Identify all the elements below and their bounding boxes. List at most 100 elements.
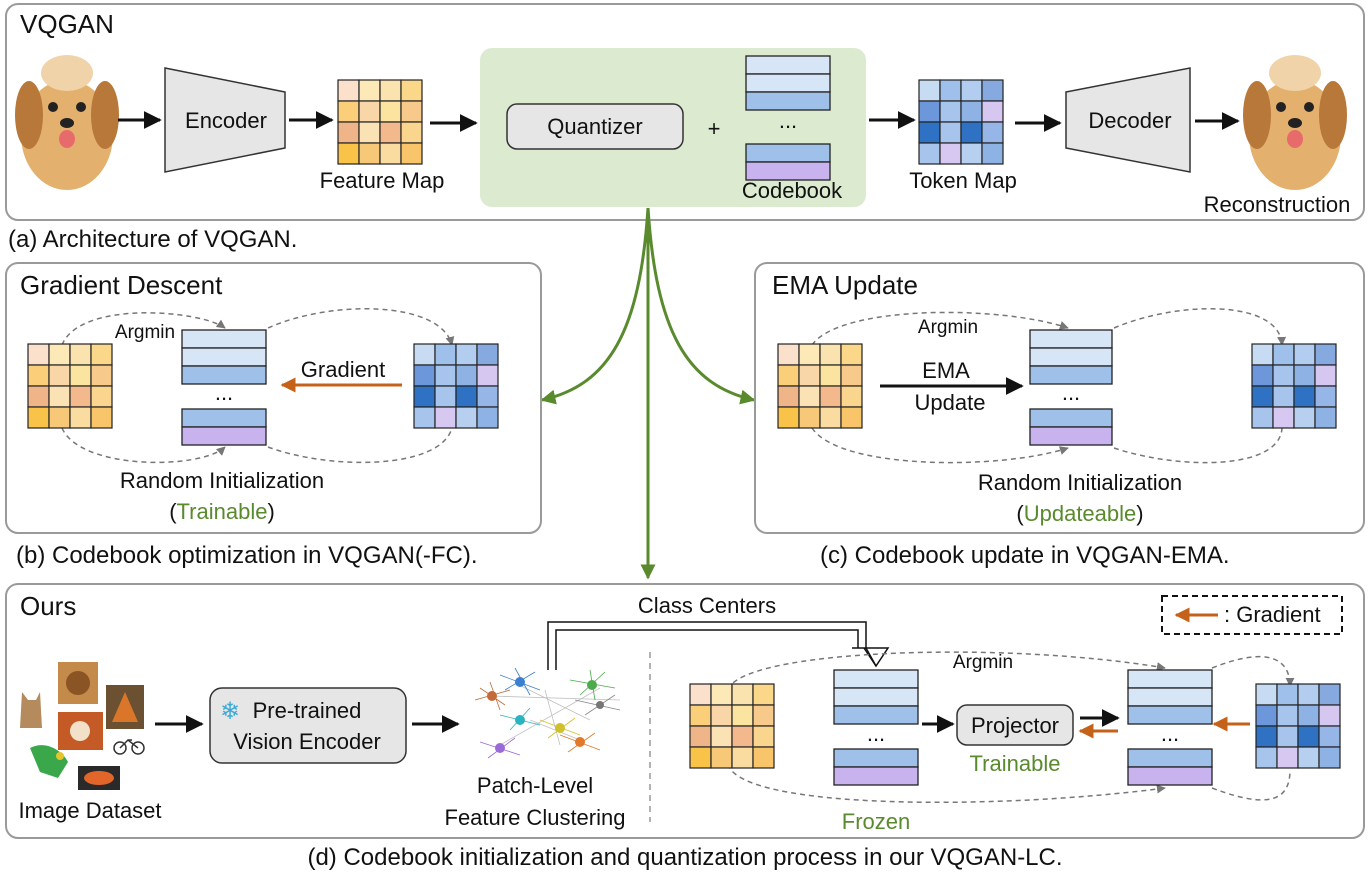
grid-cell xyxy=(731,725,754,748)
grid-cell xyxy=(689,683,712,706)
grid-cell xyxy=(840,343,863,366)
grid-cell xyxy=(48,364,71,387)
codebook-entry xyxy=(1127,748,1213,768)
grid-cell xyxy=(455,364,478,387)
grid-cell xyxy=(27,343,50,366)
grid-cell xyxy=(798,343,821,366)
vision-encoder-block xyxy=(209,687,407,764)
image-dataset-label: Image Dataset xyxy=(18,798,161,823)
grid-cell xyxy=(379,121,402,144)
grid-cell xyxy=(455,343,478,366)
grid-cell xyxy=(48,343,71,366)
grid-cell xyxy=(918,100,941,123)
grid-cell xyxy=(840,364,863,387)
grid-cell xyxy=(752,725,775,748)
panel-c-title: EMA Update xyxy=(772,270,918,300)
grid-cell xyxy=(960,79,983,102)
panel-c-ellipsis: ... xyxy=(1062,380,1080,405)
panel-b-codebook xyxy=(181,329,267,446)
grid-cell xyxy=(476,406,499,429)
output-dog-image-icon xyxy=(1243,55,1347,190)
panel-c-update: Update xyxy=(915,390,986,415)
grid-cell xyxy=(400,121,423,144)
gradient-legend xyxy=(1161,595,1343,635)
caption-d: (d) Codebook initialization and quantiza… xyxy=(307,844,1062,871)
feature-map-label: Feature Map xyxy=(320,168,445,193)
panel-b-frame xyxy=(5,262,542,534)
grid-cell xyxy=(1297,725,1320,748)
grid-cell xyxy=(400,142,423,165)
grid-cell xyxy=(69,364,92,387)
codebook-entry xyxy=(745,73,831,93)
codebook-entry xyxy=(833,687,919,707)
panel-b-argmin: Argmin xyxy=(115,322,175,343)
grid-cell xyxy=(48,406,71,429)
caption-c: (c) Codebook update in VQGAN-EMA. xyxy=(820,542,1230,569)
grid-cell xyxy=(1314,364,1337,387)
codebook-entry xyxy=(833,669,919,689)
class-centers-label: Class Centers xyxy=(638,593,776,618)
grid-cell xyxy=(1314,406,1337,429)
codebook-entry xyxy=(181,365,267,385)
panel-b-gradient: Gradient xyxy=(301,357,385,382)
codebook-entry xyxy=(745,91,831,111)
grid-cell xyxy=(379,100,402,123)
vision-encoder-line1: Pre-trained xyxy=(253,698,362,723)
caption-b: (b) Codebook optimization in VQGAN(-FC). xyxy=(16,542,477,569)
codebook-entry xyxy=(745,161,831,181)
grid-cell xyxy=(90,406,113,429)
codebook-stack xyxy=(745,55,831,181)
panel-d: Ours : Gradient Image Dataset ❄ xyxy=(5,583,1365,839)
panel-c-updateable-line: (Updateable) xyxy=(1016,501,1143,526)
codebook-entry xyxy=(1127,687,1213,707)
grid-cell xyxy=(337,121,360,144)
codebook-entry xyxy=(181,408,267,428)
panel-c-codebook xyxy=(1029,329,1113,446)
grid-cell xyxy=(777,385,800,408)
grid-cell xyxy=(798,385,821,408)
frozen-codebook xyxy=(833,669,919,786)
grid-cell xyxy=(434,364,457,387)
grid-cell xyxy=(1297,746,1320,769)
panel-c-argmin: Argmin xyxy=(918,317,978,338)
grid-cell xyxy=(777,406,800,429)
grid-cell xyxy=(434,385,457,408)
grid-cell xyxy=(413,406,436,429)
grid-cell xyxy=(379,79,402,102)
grid-cell xyxy=(731,704,754,727)
grid-cell xyxy=(819,364,842,387)
codebook-label: Codebook xyxy=(742,178,843,203)
grid-cell xyxy=(1272,364,1295,387)
grid-cell xyxy=(413,364,436,387)
grid-cell xyxy=(819,406,842,429)
grid-cell xyxy=(337,79,360,102)
grid-cell xyxy=(27,385,50,408)
grid-cell xyxy=(731,683,754,706)
grid-cell xyxy=(379,142,402,165)
grid-cell xyxy=(1276,746,1299,769)
grid-cell xyxy=(434,406,457,429)
grid-cell xyxy=(960,142,983,165)
grid-cell xyxy=(840,406,863,429)
projector-label: Projector xyxy=(971,713,1059,738)
projected-codebook-ellipsis: ... xyxy=(1161,721,1179,746)
grid-cell xyxy=(337,100,360,123)
codebook-entry xyxy=(833,766,919,786)
decoder-block xyxy=(1065,67,1191,173)
projected-codebook xyxy=(1127,669,1213,786)
grid-cell xyxy=(1255,704,1278,727)
grid-cell xyxy=(476,364,499,387)
encoder-label: Encoder xyxy=(185,108,267,133)
quantizer-label: Quantizer xyxy=(547,114,642,139)
frozen-codebook-ellipsis: ... xyxy=(867,721,885,746)
grid-cell xyxy=(710,704,733,727)
panel-d-frame xyxy=(5,583,1365,839)
panel-a-title: VQGAN xyxy=(20,9,114,39)
codebook-entry xyxy=(181,329,267,349)
caption-a: (a) Architecture of VQGAN. xyxy=(8,226,297,253)
decoder-label: Decoder xyxy=(1088,108,1171,133)
grid-cell xyxy=(90,343,113,366)
grid-cell xyxy=(731,746,754,769)
grid-cell xyxy=(1276,725,1299,748)
grid-cell xyxy=(413,385,436,408)
